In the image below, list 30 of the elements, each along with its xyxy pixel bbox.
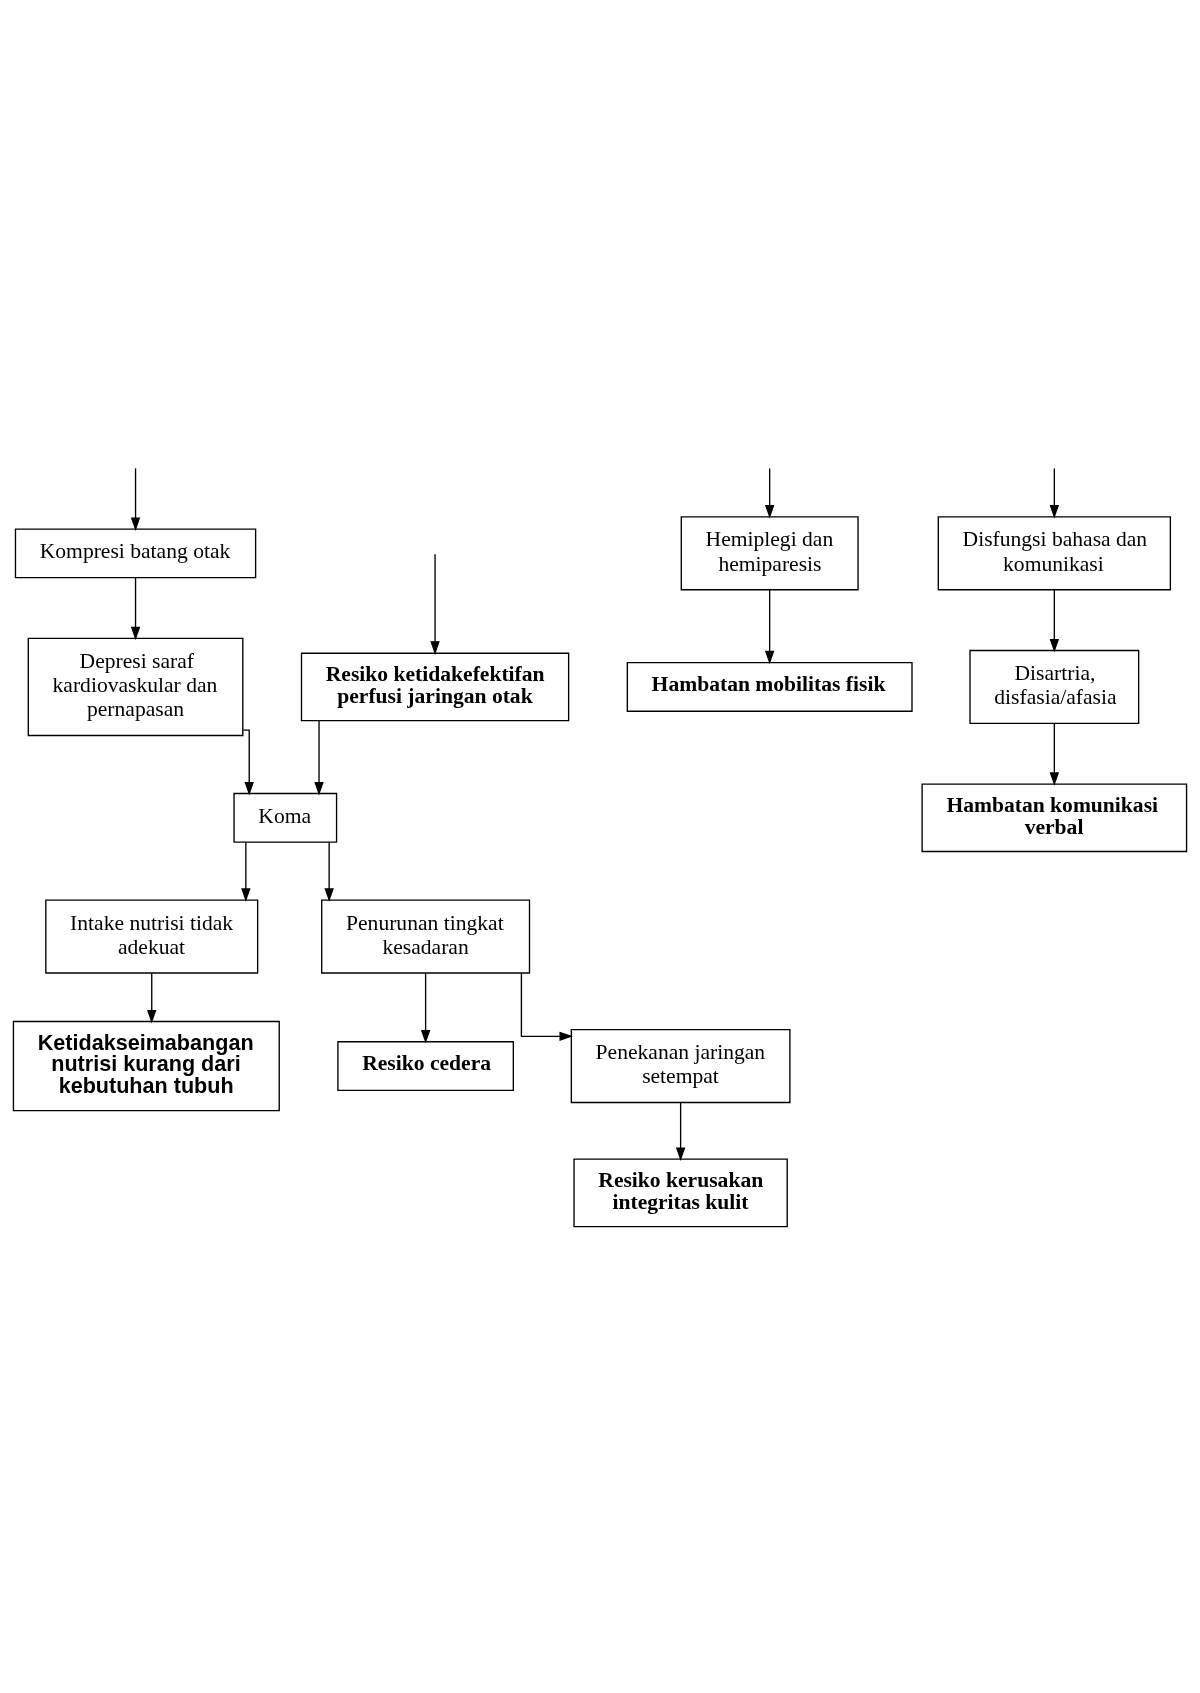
arrow	[520, 971, 573, 1041]
node-box: Koma	[233, 792, 338, 843]
node-box: Penurunan tingkat kesadaran	[321, 898, 531, 974]
arrow	[420, 972, 431, 1044]
node-box: Resiko cedera	[337, 1040, 514, 1091]
node-box: Resiko kerusakan integritas kulit	[573, 1157, 788, 1227]
arrow	[764, 588, 775, 664]
node-box: Depresi saraf kardiovaskular dan pernapasan	[27, 637, 244, 736]
arrow	[130, 576, 141, 640]
arrow	[147, 972, 157, 1023]
node-box: Disartria, disfasia/afasia	[969, 649, 1140, 724]
arrow	[675, 1101, 686, 1161]
node-box: Hambatan komunikasi verbal	[921, 782, 1188, 852]
node-box: Penekanan jaringan setempat	[570, 1028, 791, 1103]
arrow	[1049, 722, 1060, 786]
node-box: Intake nutrisi tidak adekuat	[45, 898, 259, 974]
node-box: Kompresi batang otak	[14, 527, 257, 578]
arrow	[1049, 588, 1060, 653]
node-box: Ketidakseimabangan nutrisi kurang dari kebutuhan tubuh	[12, 1020, 280, 1111]
arrow	[324, 841, 334, 902]
arrow	[764, 467, 775, 519]
arrow	[314, 719, 324, 795]
arrow	[241, 841, 251, 902]
node-box: Hambatan mobilitas fisik	[626, 661, 913, 712]
node-box: Hemiplegi dan hemiparesis	[680, 515, 859, 590]
arrow	[430, 553, 440, 655]
arrow	[130, 467, 141, 531]
node-box: Disfungsi bahasa dan komunikasi	[937, 515, 1172, 590]
node-box: Resiko ketidakefektifan perfusi jaringan otak	[300, 652, 570, 721]
arrow	[1049, 467, 1060, 519]
